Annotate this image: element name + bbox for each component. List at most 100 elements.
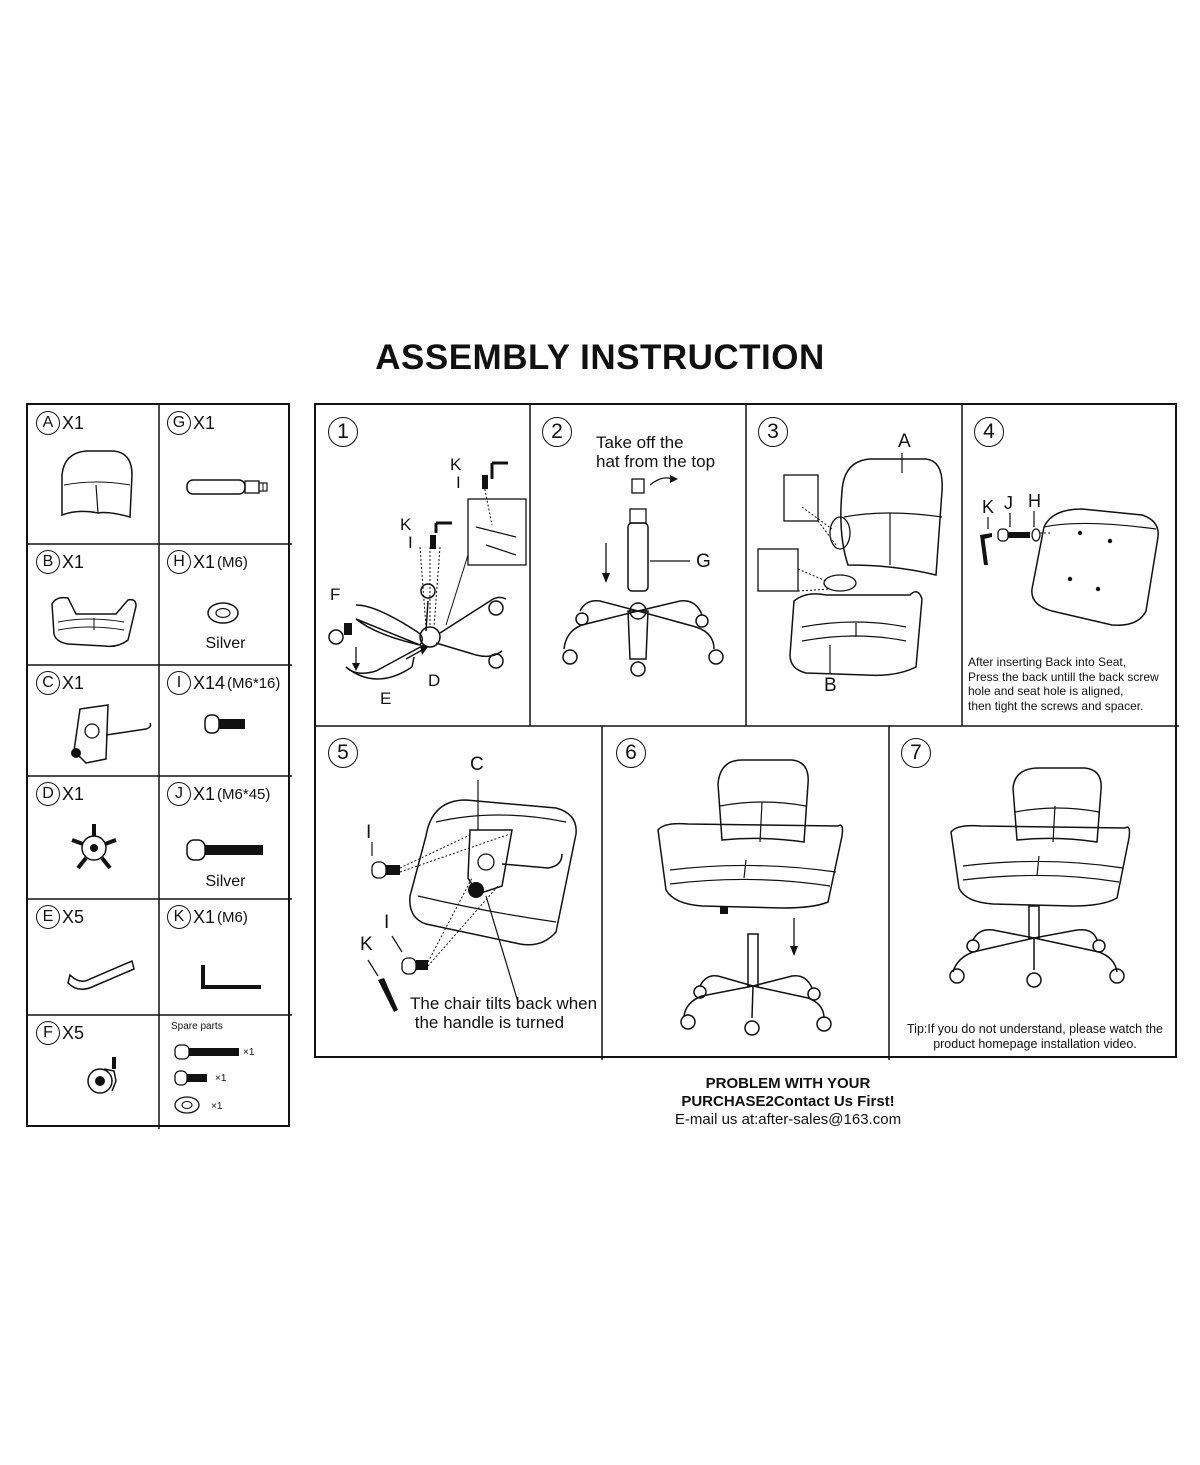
step-1: 1 bbox=[316, 405, 530, 726]
spare-parts-label: Spare parts bbox=[171, 1021, 223, 1032]
part-spec: (M6) bbox=[217, 908, 248, 926]
part-qty: X1 bbox=[62, 551, 85, 572]
step-4: 4 K J H After inserting Back into Seat, … bbox=[962, 405, 1179, 726]
label-d: D bbox=[428, 671, 441, 690]
instruction-line: After inserting Back into Seat, bbox=[968, 655, 1127, 669]
step-3-back-seat-diagram bbox=[757, 453, 943, 677]
step-number: 5 bbox=[328, 738, 358, 768]
label-g: G bbox=[696, 551, 711, 572]
spare-parts-cell: Spare parts ×1 ×1 ×1 bbox=[159, 1015, 292, 1129]
seat-icon bbox=[51, 596, 137, 648]
instruction-line: then tight the screws and spacer. bbox=[968, 698, 1144, 713]
part-letter: K bbox=[167, 905, 191, 929]
spare-parts-icons bbox=[174, 1044, 239, 1114]
step-number: 2 bbox=[542, 417, 572, 447]
label-f: F bbox=[330, 585, 341, 604]
assembly-steps-panel: 1 bbox=[314, 403, 1179, 1060]
part-qty: X1 bbox=[62, 672, 85, 693]
tip-line: Tip:If you do not understand, please wat… bbox=[907, 1022, 1163, 1036]
part-note: Silver bbox=[205, 635, 246, 652]
part-qty: X1 bbox=[193, 906, 216, 927]
instruction-line: hole and seat hole is aligned, bbox=[968, 684, 1124, 698]
step-3: 3 A B bbox=[746, 405, 962, 726]
washer-icon bbox=[207, 602, 239, 624]
step-7-tip: Tip:If you do not understand, please wat… bbox=[893, 1022, 1177, 1051]
step-number: 3 bbox=[758, 417, 788, 447]
footer-line: PROBLEM WITH YOUR bbox=[705, 1075, 871, 1092]
step-5-note-line: The chair tilts back when bbox=[410, 994, 598, 1013]
page-title: ASSEMBLY INSTRUCTION bbox=[375, 338, 825, 377]
part-spec: (M6) bbox=[217, 553, 248, 571]
step-4-screw-diagram bbox=[980, 508, 1159, 626]
part-letter: D bbox=[36, 782, 60, 806]
support-email: E-mail us at:after-sales@163.com bbox=[674, 1111, 902, 1128]
label-k: K bbox=[450, 455, 462, 474]
step-2-cylinder-diagram bbox=[562, 475, 724, 677]
part-letter: B bbox=[36, 550, 60, 574]
part-qty: X14 bbox=[193, 672, 226, 693]
label-h: H bbox=[1028, 491, 1041, 511]
spare-count: ×1 bbox=[243, 1047, 255, 1058]
gas-cylinder-icon bbox=[186, 479, 268, 495]
step-2-text-line: hat from the top bbox=[596, 452, 716, 471]
part-letter: G bbox=[167, 411, 191, 435]
label-i: I bbox=[456, 473, 461, 492]
step-number: 1 bbox=[328, 417, 358, 447]
part-qty: X5 bbox=[62, 1022, 85, 1043]
step-5-note-line: the handle is turned bbox=[414, 1013, 565, 1032]
part-qty: X1 bbox=[193, 783, 216, 804]
part-spec: (M6*16) bbox=[227, 674, 281, 692]
support-footer: PROBLEM WITH YOUR PURCHASE2Contact Us Fi… bbox=[600, 1075, 976, 1129]
part-letter: C bbox=[36, 671, 60, 695]
label-c: C bbox=[470, 754, 484, 775]
allen-key-icon bbox=[201, 965, 261, 989]
label-j: J bbox=[1004, 493, 1013, 513]
base-leg-icon bbox=[67, 959, 135, 990]
label-i: I bbox=[384, 912, 390, 933]
part-letter: A bbox=[36, 411, 60, 435]
part-qty: X1 bbox=[62, 783, 85, 804]
step-number: 7 bbox=[901, 738, 931, 768]
step-number: 4 bbox=[974, 417, 1004, 447]
short-screw-icon bbox=[204, 714, 245, 734]
step-5: 5 C I I K The chair til bbox=[316, 726, 602, 1060]
part-letter: E bbox=[36, 905, 60, 929]
label-k: K bbox=[400, 515, 412, 534]
spare-count: ×1 bbox=[215, 1073, 227, 1084]
part-qty: X1 bbox=[62, 412, 85, 433]
label-b: B bbox=[824, 675, 837, 696]
part-qty: X5 bbox=[62, 906, 85, 927]
step-1-base-diagram bbox=[328, 461, 527, 680]
step-6-chair-on-base-diagram bbox=[657, 759, 844, 1036]
step-4-instructions: After inserting Back into Seat, Press th… bbox=[968, 655, 1178, 713]
step-6: 6 bbox=[602, 726, 889, 1060]
steps-grid-lines bbox=[316, 405, 1179, 1060]
label-k: K bbox=[982, 497, 995, 517]
label-i: I bbox=[408, 533, 413, 552]
step-7-finished-chair-diagram bbox=[949, 767, 1131, 988]
tip-line: product homepage installation video. bbox=[933, 1036, 1137, 1051]
long-screw-icon bbox=[186, 839, 263, 861]
parts-grid-lines bbox=[28, 405, 292, 1129]
part-letter: H bbox=[167, 550, 191, 574]
part-note: Silver bbox=[205, 873, 246, 890]
label-e: E bbox=[380, 689, 392, 708]
mechanism-icon bbox=[71, 704, 152, 764]
footer-line: PURCHASE2Contact Us First! bbox=[681, 1093, 895, 1110]
label-a: A bbox=[898, 431, 911, 452]
label-i: I bbox=[366, 822, 372, 843]
